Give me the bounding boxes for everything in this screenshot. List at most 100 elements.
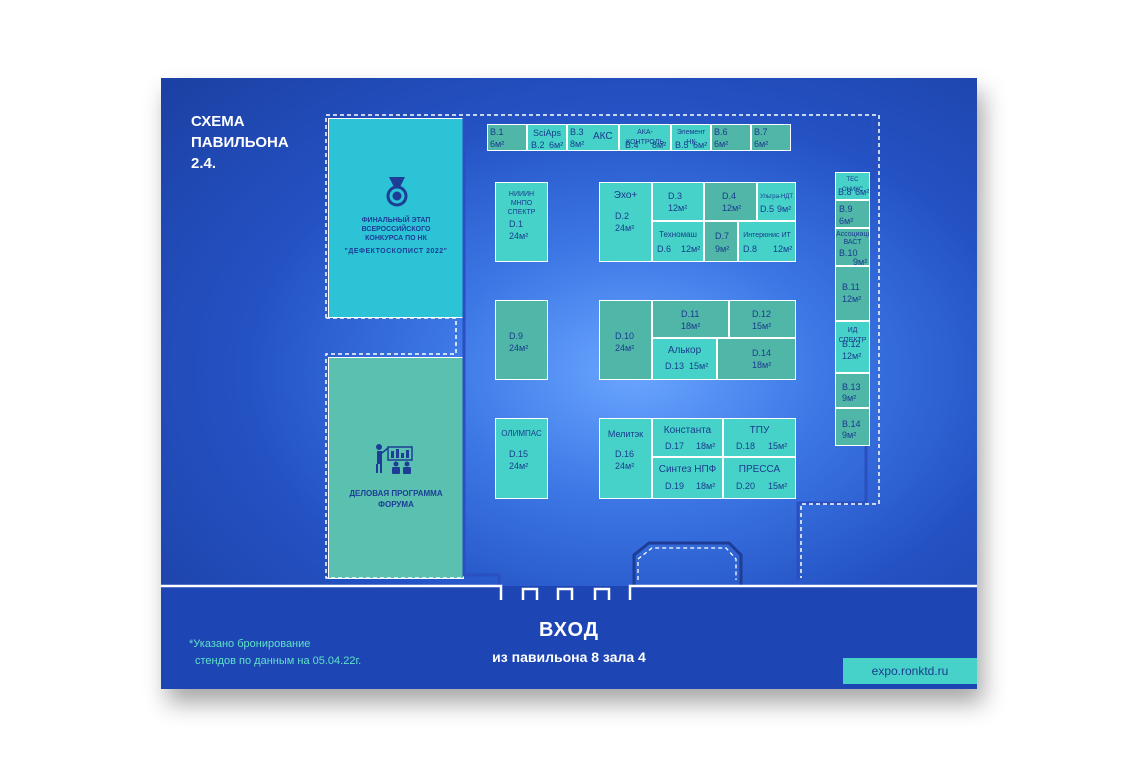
stand-d14[interactable]: D.14 18м² bbox=[717, 338, 796, 380]
booking-note: *Указано бронирование стендов по данным … bbox=[189, 636, 361, 670]
stand-name: Ассоциация ВАСТ bbox=[836, 231, 869, 246]
stand-d13[interactable]: Алькор D.13 15м² bbox=[652, 338, 717, 380]
stand-area: 12м² bbox=[842, 294, 862, 304]
stand-area: 18м² bbox=[696, 441, 716, 451]
kiosk-dashed-outline bbox=[637, 547, 737, 580]
entrance-area bbox=[161, 586, 977, 689]
stand-area: 24м² bbox=[509, 461, 529, 471]
stand-code: B.5 bbox=[675, 140, 689, 150]
outer-dashed-outline bbox=[325, 114, 880, 578]
stand-b2[interactable]: SciAps B.2 6м² bbox=[527, 124, 567, 151]
stand-d15[interactable]: ОЛИМПАС D.15 24м² bbox=[495, 418, 548, 499]
stand-area: 24м² bbox=[509, 343, 529, 353]
stand-name: Интерюнис ИТ bbox=[743, 232, 791, 239]
stand-b13[interactable]: B.13 9м² bbox=[835, 373, 870, 408]
stand-area: 6м² bbox=[839, 216, 854, 226]
stand-area: 24м² bbox=[615, 461, 635, 471]
stand-area: 15м² bbox=[689, 361, 709, 371]
entrance-wall-line bbox=[161, 584, 977, 600]
presenter-icon bbox=[376, 444, 413, 474]
stand-b6[interactable]: B.6 6м² bbox=[711, 124, 751, 151]
stand-area: 6м² bbox=[754, 139, 769, 149]
stand-name: Алькор bbox=[667, 345, 702, 356]
stand-code: B.1 bbox=[490, 127, 504, 137]
contest-name: "ДЕФЕКТОСКОПИСТ 2022" bbox=[344, 248, 448, 255]
stand-b7[interactable]: B.7 6м² bbox=[751, 124, 791, 151]
stand-code: D.5 bbox=[760, 204, 775, 214]
stand-area: 24м² bbox=[615, 223, 635, 233]
stand-b3[interactable]: B.3 8м² АКС bbox=[567, 124, 619, 151]
contest-zone[interactable]: ФИНАЛЬНЫЙ ЭТАП ВСЕРОССИЙСКОГО КОНКУРСА П… bbox=[328, 118, 464, 318]
stand-code: B.3 bbox=[570, 127, 584, 137]
stand-code: B.4 bbox=[625, 140, 639, 150]
stand-code: B.11 bbox=[842, 282, 860, 292]
stand-name: SciAps bbox=[532, 128, 561, 138]
stand-d20[interactable]: ПРЕССА D.20 15м² bbox=[723, 457, 796, 499]
stand-code: B.13 bbox=[842, 382, 861, 392]
stand-area: 9м² bbox=[715, 244, 730, 254]
stand-d10[interactable]: D.10 24м² bbox=[599, 300, 652, 380]
stand-area: 18м² bbox=[681, 321, 701, 331]
stand-d3[interactable]: D.3 12м² bbox=[652, 182, 704, 221]
stand-area: 9м² bbox=[777, 204, 792, 214]
stand-d8[interactable]: Интерюнис ИТ D.8 12м² bbox=[738, 221, 796, 262]
stand-name: Константа bbox=[663, 425, 712, 436]
contest-line-1: ФИНАЛЬНЫЙ ЭТАП bbox=[361, 217, 431, 224]
stand-area: 18м² bbox=[752, 360, 772, 370]
stand-name: ТЕС ОНИКС bbox=[841, 177, 864, 193]
stand-area: 12м² bbox=[773, 244, 793, 254]
map-title: СХЕМА ПАВИЛЬОНА 2.4. bbox=[191, 111, 289, 174]
stand-d7[interactable]: D.7 9м² bbox=[704, 221, 738, 262]
stand-area: 24м² bbox=[509, 231, 529, 241]
business-program-label: ДЕЛОВАЯ ПРОГРАММА ФОРУМА bbox=[329, 488, 463, 510]
stand-b12[interactable]: ИД СПЕКТР B.12 12м² bbox=[835, 321, 870, 373]
stand-b1[interactable]: B.1 6м² bbox=[487, 124, 527, 151]
stand-b14[interactable]: B.14 9м² bbox=[835, 408, 870, 446]
stand-area: 6м² bbox=[693, 140, 708, 150]
stand-area: 8м² bbox=[570, 139, 585, 149]
stand-code: B.6 bbox=[714, 127, 728, 137]
stand-b9[interactable]: B.9 6м² bbox=[835, 200, 870, 228]
inner-wall bbox=[462, 118, 501, 586]
stand-code: D.12 bbox=[752, 309, 772, 319]
map-title-line-3: 2.4. bbox=[191, 155, 217, 172]
stand-area: 6м² bbox=[490, 139, 505, 149]
stand-d17[interactable]: Константа D.17 18м² bbox=[652, 418, 723, 457]
stand-area: 15м² bbox=[752, 321, 772, 331]
zones-dashed-outline bbox=[325, 317, 464, 579]
stand-name: Синтез НПФ bbox=[658, 464, 717, 475]
stand-area: 6м² bbox=[714, 139, 729, 149]
stand-name: Элемент НК bbox=[676, 129, 706, 146]
stand-name: ОЛИМПАС bbox=[501, 429, 542, 438]
stand-name: АКС bbox=[593, 131, 613, 142]
stand-name: Техномаш bbox=[659, 230, 697, 239]
stand-code: B.8 bbox=[838, 187, 852, 197]
stand-d11[interactable]: D.11 18м² bbox=[652, 300, 729, 338]
stand-b8[interactable]: ТЕС ОНИКС B.8 6м² bbox=[835, 172, 870, 200]
stand-d4[interactable]: D.4 12м² bbox=[704, 182, 757, 221]
stand-d19[interactable]: Синтез НПФ D.19 18м² bbox=[652, 457, 723, 499]
stand-area: 12м² bbox=[668, 203, 688, 213]
stand-d2[interactable]: Эхо+ D.2 24м² bbox=[599, 182, 652, 262]
stand-b4[interactable]: АКА-КОНТРОЛЬ B.4 8м² bbox=[619, 124, 671, 151]
stand-b11[interactable]: B.11 12м² bbox=[835, 266, 870, 321]
stand-b10[interactable]: Ассоциация ВАСТ B.10 9м² bbox=[835, 228, 870, 266]
stand-d9[interactable]: D.9 24м² bbox=[495, 300, 548, 380]
stand-area: 15м² bbox=[768, 441, 788, 451]
stand-code: D.16 bbox=[615, 449, 635, 459]
stand-d12[interactable]: D.12 15м² bbox=[729, 300, 796, 338]
stand-code: D.1 bbox=[509, 219, 524, 229]
stand-code: D.17 bbox=[665, 441, 685, 451]
contest-line-2: ВСЕРОССИЙСКОГО bbox=[361, 226, 431, 233]
website-link[interactable]: expo.ronktd.ru bbox=[843, 658, 977, 684]
stand-b5[interactable]: Элемент НК B.5 6м² bbox=[671, 124, 711, 151]
stand-d5[interactable]: Ультра-НДТ D.5 9м² bbox=[757, 182, 796, 221]
stand-area: 24м² bbox=[615, 343, 635, 353]
stand-d6[interactable]: Техномаш D.6 12м² bbox=[652, 221, 704, 262]
stand-d1[interactable]: НИИИН МНПО СПЕКТР D.1 24м² bbox=[495, 182, 548, 262]
business-line-2: ФОРУМА bbox=[378, 500, 414, 509]
stand-code: D.4 bbox=[722, 191, 737, 201]
stand-d18[interactable]: ТПУ D.18 15м² bbox=[723, 418, 796, 457]
business-program-zone[interactable]: ДЕЛОВАЯ ПРОГРАММА ФОРУМА bbox=[328, 357, 464, 579]
stand-d16[interactable]: Мелитэк D.16 24м² bbox=[599, 418, 652, 499]
